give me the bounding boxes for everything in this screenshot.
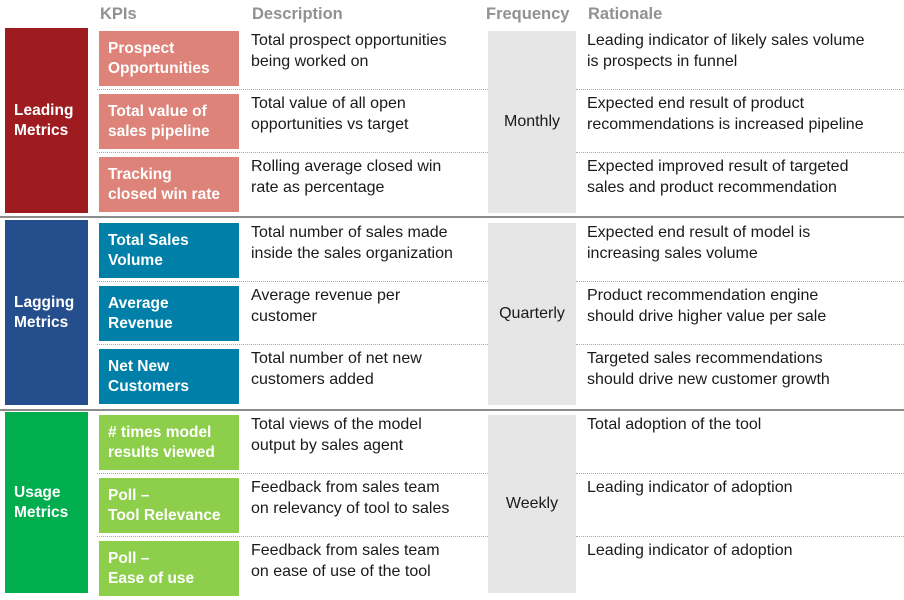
row-separator: [97, 344, 488, 345]
rationale-text: Expected end result of product recommend…: [587, 95, 864, 133]
description-text: Feedback from sales team on ease of use …: [251, 542, 440, 580]
table-row: Total value of sales pipeline Total valu…: [0, 91, 904, 153]
column-header-rationale: Rationale: [588, 5, 663, 23]
row-separator: [97, 536, 488, 537]
table-row: Poll – Ease of use Feedback from sales t…: [0, 538, 904, 600]
rationale-cell: Expected improved result of targeted sal…: [587, 156, 901, 214]
table-row: Prospect Opportunities Total prospect op…: [0, 28, 904, 90]
column-header-frequency: Frequency: [486, 5, 570, 23]
description-cell: Total prospect opportunities being worke…: [251, 30, 481, 88]
frequency-label: Quarterly: [499, 305, 565, 322]
table-row: Net New Customers Total number of net ne…: [0, 346, 904, 408]
table-header-row: KPIs Description Frequency Rationale: [0, 0, 904, 28]
frequency-label: Weekly: [505, 495, 559, 512]
table-row: Tracking closed win rate Rolling average…: [0, 154, 904, 216]
row-separator: [576, 473, 904, 474]
rationale-cell: Expected end result of product recommend…: [587, 93, 901, 151]
rationale-cell: Leading indicator of adoption: [587, 540, 901, 598]
kpi-box: Total Sales Volume: [99, 223, 239, 278]
description-cell: Feedback from sales team on ease of use …: [251, 540, 481, 598]
column-header-description: Description: [252, 5, 343, 23]
kpi-label: Net New Customers: [108, 357, 189, 395]
kpi-label: Average Revenue: [108, 294, 173, 332]
kpi-box: Poll – Ease of use: [99, 541, 239, 596]
description-text: Total prospect opportunities being worke…: [251, 32, 447, 70]
kpi-label: Total Sales Volume: [108, 231, 189, 269]
frequency-label: Monthly: [503, 113, 561, 130]
section-usage-metrics: Usage Metrics # times model results view…: [0, 412, 904, 596]
row-separator: [576, 536, 904, 537]
category-label: Usage Metrics: [14, 483, 69, 521]
description-text: Average revenue per customer: [251, 287, 401, 325]
table-row: # times model results viewed Total views…: [0, 412, 904, 474]
row-separator: [97, 89, 488, 90]
rationale-text: Total adoption of the tool: [587, 416, 762, 433]
table-row: Poll – Tool Relevance Feedback from sale…: [0, 475, 904, 537]
kpi-label: Tracking closed win rate: [108, 165, 220, 203]
frequency-block-lagging: Quarterly: [488, 223, 576, 405]
description-text: Total value of all open opportunities vs…: [251, 95, 409, 133]
kpi-box: # times model results viewed: [99, 415, 239, 470]
kpi-label: Poll – Tool Relevance: [108, 486, 221, 524]
frequency-block-leading: Monthly: [488, 31, 576, 213]
rationale-text: Targeted sales recommendations should dr…: [587, 350, 830, 388]
rationale-text: Leading indicator of adoption: [587, 479, 793, 496]
description-cell: Rolling average closed win rate as perce…: [251, 156, 481, 214]
description-text: Total views of the model output by sales…: [251, 416, 422, 454]
rationale-cell: Total adoption of the tool: [587, 414, 901, 472]
kpi-label: Prospect Opportunities: [108, 39, 210, 77]
description-cell: Total number of sales made inside the sa…: [251, 222, 481, 280]
row-separator: [576, 344, 904, 345]
row-separator: [576, 89, 904, 90]
section-leading-metrics: Leading Metrics Prospect Opportunities T…: [0, 28, 904, 216]
rationale-text: Leading indicator of likely sales volume…: [587, 32, 865, 70]
rationale-cell: Product recommendation engine should dri…: [587, 285, 901, 343]
rationale-cell: Leading indicator of adoption: [587, 477, 901, 535]
rationale-text: Product recommendation engine should dri…: [587, 287, 827, 325]
row-separator: [576, 152, 904, 153]
description-text: Total number of sales made inside the sa…: [251, 224, 453, 262]
row-separator: [97, 152, 488, 153]
kpi-label: Poll – Ease of use: [108, 549, 195, 587]
category-block-leading: Leading Metrics: [5, 28, 88, 213]
kpi-label: Total value of sales pipeline: [108, 102, 210, 140]
kpi-box: Poll – Tool Relevance: [99, 478, 239, 533]
rationale-cell: Leading indicator of likely sales volume…: [587, 30, 901, 88]
kpi-label: # times model results viewed: [108, 423, 215, 461]
description-cell: Total views of the model output by sales…: [251, 414, 481, 472]
description-cell: Total value of all open opportunities vs…: [251, 93, 481, 151]
description-text: Rolling average closed win rate as perce…: [251, 158, 442, 196]
category-block-lagging: Lagging Metrics: [5, 220, 88, 405]
section-lagging-metrics: Lagging Metrics Total Sales Volume Total…: [0, 220, 904, 408]
description-text: Total number of net new customers added: [251, 350, 422, 388]
row-separator: [97, 473, 488, 474]
rationale-text: Leading indicator of adoption: [587, 542, 793, 559]
description-cell: Total number of net new customers added: [251, 348, 481, 406]
description-text: Feedback from sales team on relevancy of…: [251, 479, 450, 517]
category-label: Leading Metrics: [14, 101, 74, 139]
rationale-cell: Expected end result of model is increasi…: [587, 222, 901, 280]
category-block-usage: Usage Metrics: [5, 412, 88, 593]
table-row: Total Sales Volume Total number of sales…: [0, 220, 904, 282]
rationale-text: Expected end result of model is increasi…: [587, 224, 811, 262]
frequency-block-usage: Weekly: [488, 415, 576, 593]
section-divider: [0, 216, 904, 218]
table-row: Average Revenue Average revenue per cust…: [0, 283, 904, 345]
kpi-box: Net New Customers: [99, 349, 239, 404]
description-cell: Feedback from sales team on relevancy of…: [251, 477, 481, 535]
category-label: Lagging Metrics: [14, 293, 75, 331]
rationale-cell: Targeted sales recommendations should dr…: [587, 348, 901, 406]
section-divider: [0, 409, 904, 411]
row-separator: [576, 281, 904, 282]
column-header-kpis: KPIs: [100, 5, 137, 23]
kpi-box: Prospect Opportunities: [99, 31, 239, 86]
kpi-box: Total value of sales pipeline: [99, 94, 239, 149]
kpi-box: Average Revenue: [99, 286, 239, 341]
kpi-box: Tracking closed win rate: [99, 157, 239, 212]
rationale-text: Expected improved result of targeted sal…: [587, 158, 849, 196]
description-cell: Average revenue per customer: [251, 285, 481, 343]
row-separator: [97, 281, 488, 282]
